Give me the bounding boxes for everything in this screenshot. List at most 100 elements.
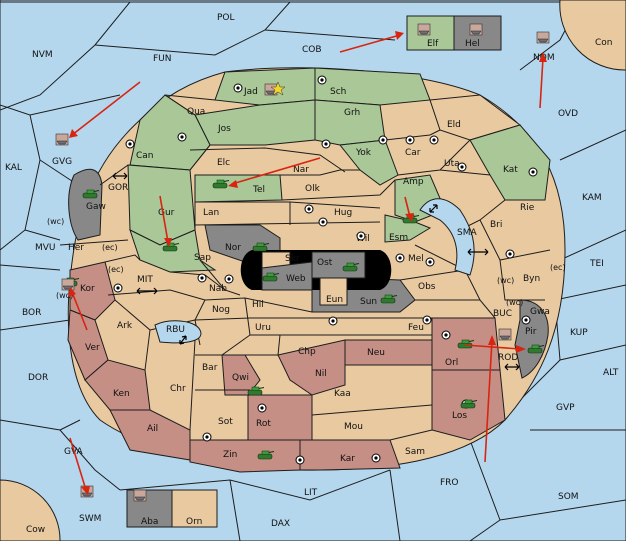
order-arrow <box>71 291 88 331</box>
province-web[interactable] <box>261 261 313 291</box>
label-ost: Ost <box>317 258 333 268</box>
province-rot[interactable] <box>247 394 313 441</box>
order-arrow <box>339 34 401 53</box>
label-coast-wc: (wc) <box>497 276 514 285</box>
label-skr: Skr <box>285 254 300 264</box>
province-orn[interactable] <box>171 489 218 528</box>
label-eld: Eld <box>447 120 461 130</box>
army-icon[interactable] <box>162 242 180 252</box>
label-buc: BUC <box>493 309 512 319</box>
supply-centre-dot-icon <box>432 138 436 142</box>
label-kam: KAM <box>582 193 602 203</box>
supply-centre-dot-icon <box>508 252 512 256</box>
order-arrows <box>68 31 547 495</box>
supply-centre-dot-icon <box>260 406 264 410</box>
supply-centre-dot-icon <box>331 319 335 323</box>
label-jos: Jos <box>217 124 231 134</box>
label-grh: Grh <box>344 108 360 118</box>
order-arrow <box>69 437 87 491</box>
arrowhead-icon <box>516 345 526 353</box>
label-kat: Kat <box>503 165 518 175</box>
province-kor[interactable] <box>69 261 116 321</box>
label-chr: Chr <box>170 384 186 394</box>
fleet-icon[interactable] <box>133 489 147 502</box>
province-yok[interactable] <box>339 139 399 186</box>
supply-centre-dot-icon <box>359 234 363 238</box>
label-bri: Bri <box>490 220 502 230</box>
army-icon[interactable] <box>262 272 280 282</box>
province-sch[interactable] <box>314 67 431 106</box>
label-sun: Sun <box>360 297 377 307</box>
supply-centre-dot-icon <box>531 170 535 174</box>
fleet-icon[interactable] <box>55 133 69 146</box>
label-qwi: Qwi <box>232 373 249 383</box>
label-aba: Aba <box>141 517 158 527</box>
label-sch: Sch <box>330 87 346 97</box>
label-swm: SWM <box>79 514 101 524</box>
province-kar[interactable] <box>299 439 401 471</box>
label-yok: Yok <box>355 148 372 158</box>
label-neu: Neu <box>367 348 385 358</box>
army-icon[interactable] <box>212 179 230 189</box>
province-nil[interactable] <box>277 339 346 396</box>
label-dax: DAX <box>271 519 290 529</box>
label-pir: Pir <box>525 327 537 337</box>
army-icon[interactable] <box>252 242 270 252</box>
arrowhead-icon <box>395 31 404 40</box>
province-ken[interactable] <box>84 359 151 411</box>
province-gaw[interactable] <box>68 168 103 241</box>
label-mou: Mou <box>344 422 363 432</box>
province-hel[interactable] <box>453 15 502 51</box>
arrowhead-icon <box>539 52 547 62</box>
province-ost[interactable] <box>311 251 366 279</box>
label-ark: Ark <box>117 321 133 331</box>
label-esm: Esm <box>389 233 408 243</box>
army-icon[interactable] <box>380 294 398 304</box>
label-orn: Orn <box>186 517 202 527</box>
label-elf: Elf <box>427 39 439 49</box>
canal-arrow-icon <box>429 204 438 213</box>
arrowhead-icon <box>81 486 90 495</box>
fleet-icon[interactable] <box>498 328 512 341</box>
province-eun[interactable] <box>319 277 348 306</box>
label-kup: KUP <box>570 328 588 338</box>
label-elc: Elc <box>217 158 230 168</box>
label-sot: Sot <box>218 417 233 427</box>
province-con[interactable] <box>559 0 626 71</box>
army-icon[interactable] <box>257 450 275 460</box>
province-grh[interactable] <box>314 99 386 146</box>
lake-rbu <box>154 320 202 344</box>
army-icon[interactable] <box>82 189 100 199</box>
supply-centre-dot-icon <box>128 142 132 146</box>
fleet-icon[interactable] <box>469 23 483 36</box>
fleet-icon[interactable] <box>61 278 75 291</box>
fleet-icon[interactable] <box>536 31 550 44</box>
army-icon[interactable] <box>342 262 360 272</box>
province-elf[interactable] <box>406 15 455 51</box>
supply-centre-dot-icon <box>200 276 204 280</box>
label-dor: DOR <box>28 373 48 383</box>
province-tel[interactable] <box>194 174 283 203</box>
army-icon[interactable] <box>527 344 545 354</box>
supply-centre-dot-icon <box>398 256 402 260</box>
province-neu[interactable] <box>344 339 433 366</box>
label-hug: Hug <box>334 208 352 218</box>
label-som: SOM <box>558 492 579 502</box>
army-icon[interactable] <box>460 399 478 409</box>
army-icon[interactable] <box>247 386 265 396</box>
label-car: Car <box>405 148 421 158</box>
label-gwa: Gwa <box>530 307 550 317</box>
supply-centre-dot-icon <box>236 86 240 90</box>
arrowhead-icon <box>69 129 78 138</box>
fleet-icon[interactable] <box>417 23 431 36</box>
order-arrow <box>231 157 321 185</box>
province-cow[interactable] <box>0 479 61 541</box>
canal-arrow-icon <box>504 363 520 371</box>
label-rie: Rie <box>520 203 535 213</box>
label-rod: ROD <box>498 353 518 363</box>
label-coast-wc: (wc) <box>56 291 73 300</box>
label-bor: BOR <box>22 308 41 318</box>
label-lan: Lan <box>203 208 219 218</box>
label-fun: FUN <box>153 54 172 64</box>
label-coast-wc: (wc) <box>47 217 64 226</box>
